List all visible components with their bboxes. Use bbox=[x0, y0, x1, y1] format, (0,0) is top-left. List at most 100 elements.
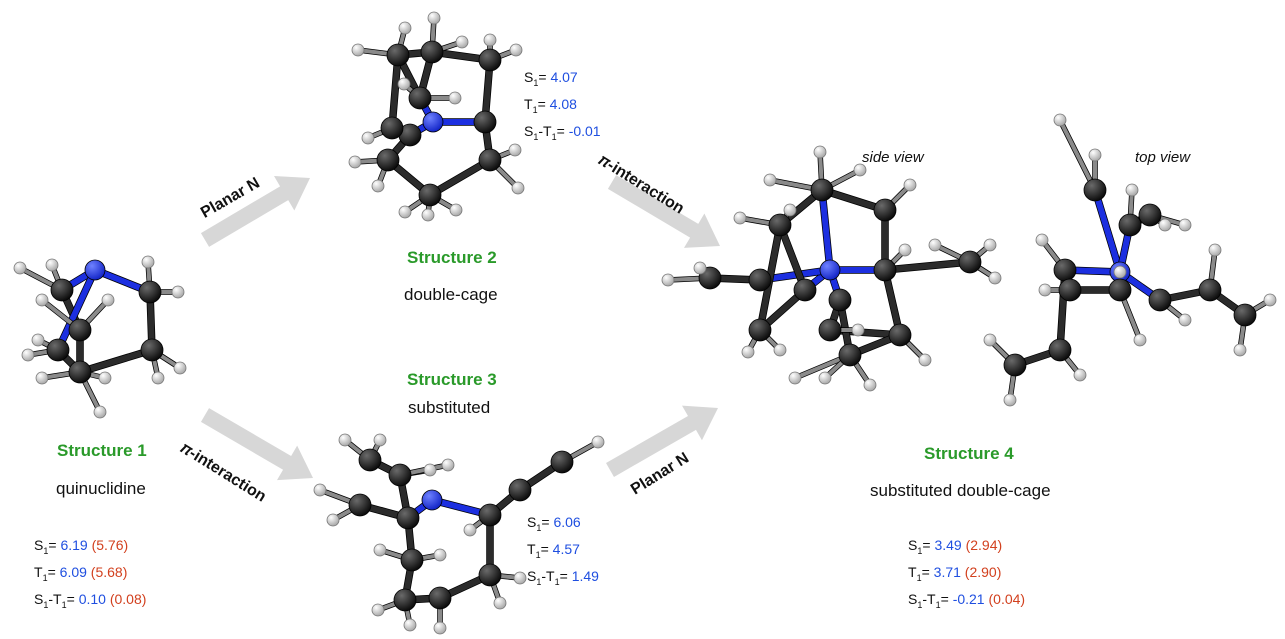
carbon-atom bbox=[396, 506, 420, 530]
hydrogen-atom bbox=[398, 205, 412, 219]
hydrogen-atom bbox=[441, 458, 455, 472]
hydrogen-atom bbox=[371, 179, 385, 193]
hydrogen-atom bbox=[661, 273, 675, 287]
hydrogen-atom bbox=[371, 603, 385, 617]
structure-3-title: Structure 3 bbox=[407, 370, 497, 389]
carbon-atom bbox=[1058, 278, 1082, 302]
carbon-atom bbox=[768, 213, 792, 237]
carbon-atom bbox=[418, 183, 442, 207]
carbon-atom bbox=[420, 40, 444, 64]
carbon-atom bbox=[386, 43, 410, 67]
hydrogen-atom bbox=[1035, 233, 1049, 247]
hydrogen-atom bbox=[1053, 113, 1067, 127]
carbon-atom bbox=[376, 148, 400, 172]
hydrogen-atom bbox=[98, 371, 112, 385]
bond bbox=[819, 187, 833, 273]
hydrogen-atom bbox=[591, 435, 605, 449]
hydrogen-atom bbox=[448, 91, 462, 105]
gap-value: 0.10 bbox=[78, 590, 106, 607]
carbon-atom bbox=[140, 338, 164, 362]
arrows-layer bbox=[200, 175, 720, 481]
bond bbox=[777, 222, 808, 293]
hydrogen-atom bbox=[141, 255, 155, 269]
structure-4-subtitle: substituted double-cage bbox=[870, 481, 1051, 500]
molecule-structure-4-side-view bbox=[661, 145, 1002, 392]
carbon-atom bbox=[793, 278, 817, 302]
hydrogen-atom bbox=[423, 463, 437, 477]
carbon-atom bbox=[748, 268, 772, 292]
carbon-atom bbox=[478, 48, 502, 72]
hydrogen-atom bbox=[433, 548, 447, 562]
hydrogen-atom bbox=[171, 285, 185, 299]
atoms bbox=[348, 11, 525, 222]
hydrogen-atom bbox=[1038, 283, 1052, 297]
hydrogen-atom bbox=[338, 433, 352, 447]
hydrogen-atom bbox=[1088, 148, 1102, 162]
carbon-atom bbox=[408, 86, 432, 110]
carbon-atom bbox=[478, 563, 502, 587]
carbon-atom bbox=[478, 148, 502, 172]
carbon-atom bbox=[508, 478, 532, 502]
hydrogen-atom bbox=[463, 523, 477, 537]
hydrogen-atom bbox=[813, 145, 827, 159]
atoms bbox=[983, 113, 1277, 407]
hydrogen-atom bbox=[1113, 265, 1127, 279]
carbon-atom bbox=[400, 548, 424, 572]
hydrogen-atom bbox=[35, 371, 49, 385]
hydrogen-atom bbox=[1003, 393, 1017, 407]
carbon-atom bbox=[1083, 178, 1107, 202]
carbon-atom bbox=[1138, 203, 1162, 227]
bond bbox=[77, 347, 155, 375]
hydrogen-atom bbox=[693, 261, 707, 275]
hydrogen-atom bbox=[373, 433, 387, 447]
molecule-structure-1 bbox=[13, 255, 187, 419]
hydrogen-atom bbox=[313, 483, 327, 497]
hydrogen-atom bbox=[45, 258, 59, 272]
structure-2-title: Structure 2 bbox=[407, 248, 497, 267]
hydrogen-atom bbox=[348, 155, 362, 169]
hydrogen-atom bbox=[1263, 293, 1277, 307]
bonds bbox=[987, 117, 1273, 403]
carbon-atom bbox=[1053, 258, 1077, 282]
structure-4-title: Structure 4 bbox=[924, 444, 1014, 463]
hydrogen-atom bbox=[35, 293, 49, 307]
carbon-atom bbox=[46, 338, 70, 362]
carbon-atom bbox=[828, 288, 852, 312]
bond bbox=[427, 157, 493, 198]
carbon-atom bbox=[348, 493, 372, 517]
hydrogen-atom bbox=[421, 208, 435, 222]
carbon-atom bbox=[1148, 288, 1172, 312]
hydrogen-atom bbox=[101, 293, 115, 307]
hydrogen-atom bbox=[449, 203, 463, 217]
carbon-atom bbox=[428, 586, 452, 610]
carbon-atom bbox=[388, 463, 412, 487]
t1-value: 6.09 bbox=[59, 563, 87, 580]
hydrogen-atom bbox=[403, 618, 417, 632]
hydrogen-atom bbox=[427, 11, 441, 25]
hydrogen-atom bbox=[173, 361, 187, 375]
carbon-atom bbox=[873, 258, 897, 282]
carbon-atom bbox=[473, 110, 497, 134]
nitrogen-atom bbox=[421, 489, 443, 511]
carbon-atom bbox=[50, 278, 74, 302]
arrow-pi-interaction-2 bbox=[200, 408, 313, 481]
hydrogen-atom bbox=[773, 343, 787, 357]
carbon-atom bbox=[873, 198, 897, 222]
carbon-atom bbox=[550, 450, 574, 474]
carbon-atom bbox=[838, 343, 862, 367]
hydrogen-atom bbox=[1178, 313, 1192, 327]
bond bbox=[882, 259, 973, 273]
hydrogen-atom bbox=[483, 33, 497, 47]
hydrogen-atom bbox=[851, 323, 865, 337]
carbon-atom bbox=[393, 588, 417, 612]
hydrogen-atom bbox=[783, 203, 797, 217]
hydrogen-atom bbox=[818, 371, 832, 385]
structure-2-energies: S1= 4.07 T1= 4.08 S1-T1= -0.01 bbox=[524, 69, 601, 142]
arrow-planar-n-1 bbox=[200, 176, 310, 247]
hydrogen-atom bbox=[788, 371, 802, 385]
hydrogen-atom bbox=[151, 371, 165, 385]
structure-2-subtitle: double-cage bbox=[404, 285, 498, 304]
molecule-structure-4-top-view bbox=[983, 113, 1277, 407]
hydrogen-atom bbox=[455, 35, 469, 49]
hydrogen-atom bbox=[326, 513, 340, 527]
